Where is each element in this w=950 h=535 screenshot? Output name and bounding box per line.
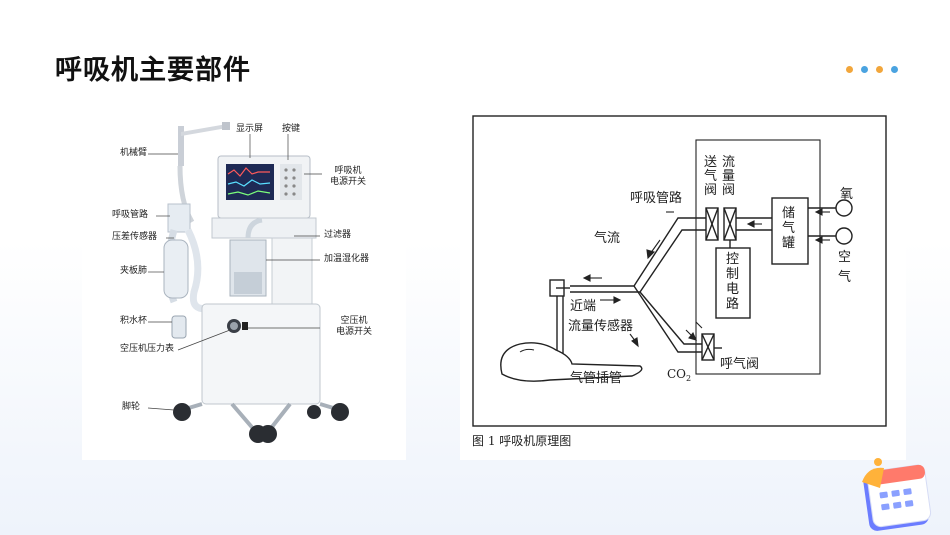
label-test-lung: 夹板肺 bbox=[120, 266, 147, 277]
diagram-reservoir: 储 气 罐 bbox=[782, 206, 795, 251]
ventilator-photo: 机械臂 显示屏 按键 呼吸机 电源开关 呼吸管路 压差传感器 过滤器 夹板肺 加… bbox=[82, 112, 406, 460]
diagram-supply-valve: 送 气 阀 bbox=[704, 156, 717, 198]
dot-1 bbox=[846, 66, 853, 73]
diagram-flow-sensor: 流量传感器 bbox=[568, 318, 633, 334]
diagram-tubing: 呼吸管路 bbox=[630, 190, 682, 206]
label-tubing: 呼吸管路 bbox=[112, 210, 148, 221]
ventilator-principle-diagram: 呼吸管路 气流 近端 流量传感器 气管插管 CO2 呼气阀 氧 送 气 阀 流 … bbox=[460, 112, 906, 460]
diagram-airflow: 气流 bbox=[594, 230, 620, 246]
page-title: 呼吸机主要部件 bbox=[55, 48, 251, 87]
label-buttons: 按键 bbox=[282, 124, 300, 135]
diagram-flow-valve: 流 量 阀 bbox=[722, 156, 735, 198]
label-casters: 脚轮 bbox=[122, 402, 140, 413]
dot-2 bbox=[861, 66, 868, 73]
diagram-co2: CO2 bbox=[667, 367, 691, 383]
label-pressure-sensor: 压差传感器 bbox=[112, 232, 157, 243]
label-humidifier: 加温湿化器 bbox=[324, 254, 369, 265]
diagram-proximal: 近端 bbox=[570, 299, 596, 314]
diagram-caption: 图 1 呼吸机原理图 bbox=[472, 432, 571, 449]
dot-3 bbox=[876, 66, 883, 73]
diagram-control-circuit: 控 制 电 路 bbox=[726, 252, 739, 312]
label-filter: 过滤器 bbox=[324, 230, 351, 241]
co2-text: CO bbox=[667, 367, 686, 381]
diagram-intubation: 气管插管 bbox=[570, 370, 622, 386]
label-power-switch: 呼吸机 电源开关 bbox=[330, 166, 366, 188]
dot-4 bbox=[891, 66, 898, 73]
label-display: 显示屏 bbox=[236, 124, 263, 135]
diagram-exhale-valve: 呼气阀 bbox=[720, 356, 759, 372]
label-water-cup: 积水杯 bbox=[120, 316, 147, 327]
label-arm: 机械臂 bbox=[120, 148, 147, 159]
label-compressor-gauge: 空压机压力表 bbox=[120, 344, 174, 355]
diagram-oxygen: 氧 bbox=[840, 187, 853, 202]
decorative-dots bbox=[846, 66, 898, 73]
label-compressor-switch: 空压机 电源开关 bbox=[336, 316, 372, 338]
diagram-air: 空 气 bbox=[838, 248, 851, 288]
calendar-icon bbox=[858, 452, 938, 532]
co2-subscript: 2 bbox=[686, 374, 691, 383]
